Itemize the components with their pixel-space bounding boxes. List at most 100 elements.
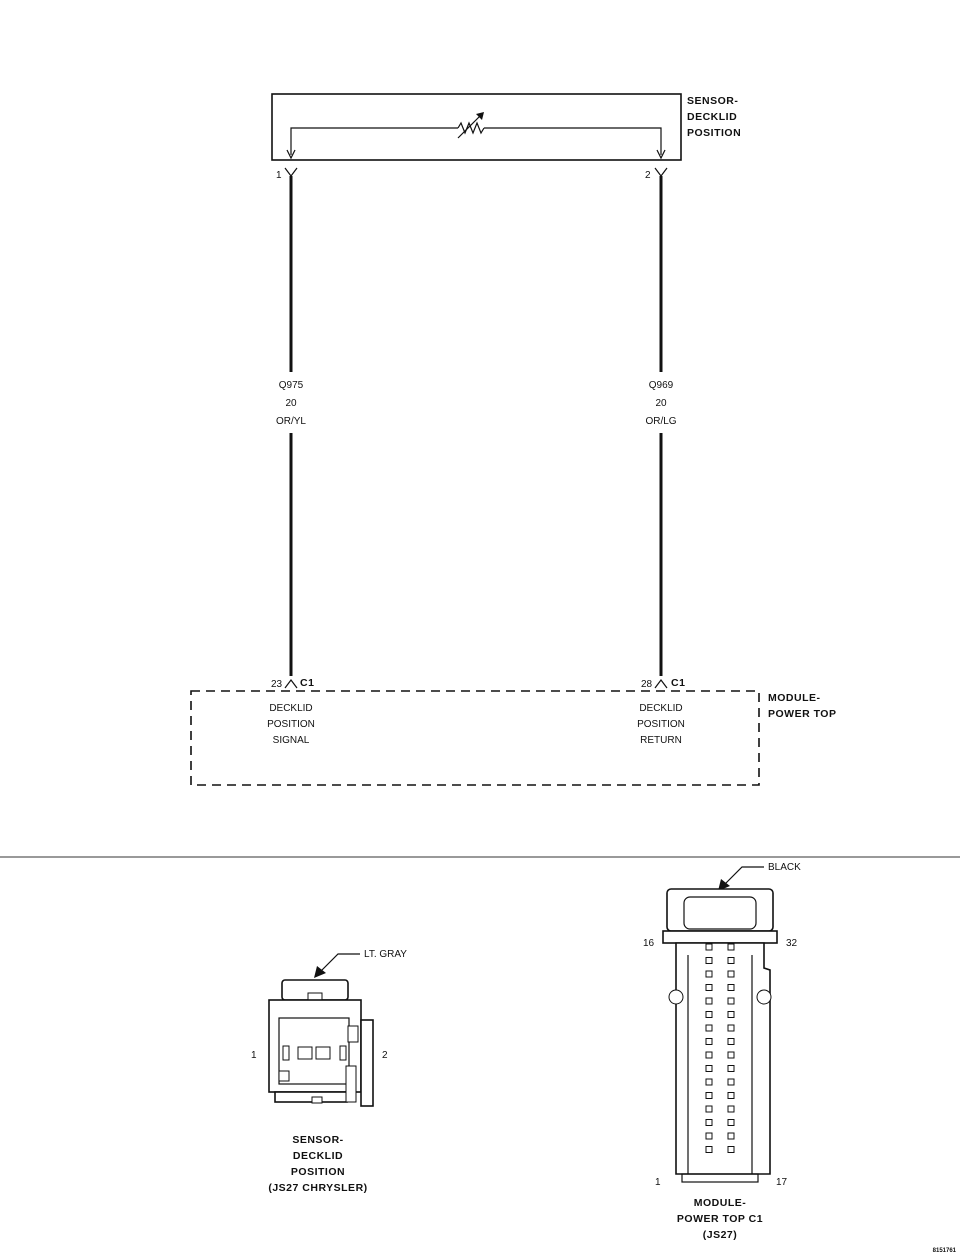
sensor-connector-lock-right xyxy=(345,1065,357,1103)
sensor-connector-base-tab xyxy=(311,1096,323,1104)
module-connector-pin16: 16 xyxy=(643,938,655,949)
connector-cavity xyxy=(705,1051,713,1059)
module-connector-latch-outer xyxy=(666,888,774,932)
sensor-connector-caption-3: POSITION xyxy=(291,1166,345,1178)
connector-cavity xyxy=(727,1065,735,1072)
connector-cavity xyxy=(727,1051,735,1059)
sensor-circuit-right xyxy=(484,127,662,155)
module-connector-top-flange xyxy=(662,930,778,944)
sensor-pin2-arrow xyxy=(656,149,666,160)
connector-cavity xyxy=(727,943,735,951)
module-right-function-3: RETURN xyxy=(640,735,682,746)
connector-cavity xyxy=(727,1024,735,1032)
sensor-connector-clip-left xyxy=(282,1045,290,1061)
connector-cavity xyxy=(705,1105,713,1113)
wire-left: Q975 20 OR/YL xyxy=(276,176,306,676)
connector-cavity xyxy=(727,1105,735,1113)
module-power-top: 23 C1 28 C1 DECKLID POSITION SIGNAL DECK… xyxy=(190,677,836,786)
sensor-connector-terminal-1 xyxy=(297,1046,313,1060)
module-connector-body xyxy=(675,942,771,1175)
module-left-function-1: DECKLID xyxy=(269,703,312,714)
sensor-pin1-label: 1 xyxy=(276,170,282,181)
connector-cavity xyxy=(705,1132,713,1140)
sensor-connector-color-leader xyxy=(319,953,360,973)
module-connector-base xyxy=(681,1173,759,1183)
connector-cavity xyxy=(727,1119,735,1126)
module-connector-cavities xyxy=(705,943,735,1153)
module-connector-caption-1: MODULE- xyxy=(694,1197,747,1209)
module-title-line2: POWER TOP xyxy=(768,708,836,720)
connector-cavity xyxy=(727,970,735,978)
sensor-connector-color-arrow xyxy=(314,966,326,978)
module-pin28-terminal xyxy=(654,679,668,689)
sensor-connector-key xyxy=(307,992,323,1001)
module-connector-left: C1 xyxy=(300,677,314,689)
connector-cavity xyxy=(705,997,713,1005)
connector-cavity xyxy=(727,1132,735,1140)
connector-cavity xyxy=(727,1011,735,1018)
wire-left-gauge: 20 xyxy=(285,398,297,409)
module-right-function-2: POSITION xyxy=(637,719,685,730)
sensor-title-line3: POSITION xyxy=(687,127,741,139)
connector-cavity xyxy=(705,1024,713,1032)
sensor-title-line1: SENSOR- xyxy=(687,95,738,107)
wire-right: Q969 20 OR/LG xyxy=(645,176,677,676)
connector-cavity xyxy=(727,957,735,964)
module-right-function-1: DECKLID xyxy=(639,703,682,714)
module-connector-color-leader xyxy=(723,866,764,886)
wire-right-color: OR/LG xyxy=(645,416,676,427)
figure-id: 8151761 xyxy=(933,1248,957,1254)
module-left-function-2: POSITION xyxy=(267,719,315,730)
sensor-connector-view: LT. GRAY 1 2 SENSOR- DECKLID POSITION (J… xyxy=(251,949,407,1194)
module-connector-color: BLACK xyxy=(768,862,801,873)
sensor-connector-cavity xyxy=(278,1017,350,1085)
module-connector-lock-right xyxy=(756,989,772,1005)
connector-cavity xyxy=(705,970,713,978)
variable-resistor-icon xyxy=(457,112,485,139)
connector-cavity xyxy=(727,997,735,1005)
connector-cavity xyxy=(727,984,735,991)
module-pin23-terminal xyxy=(284,679,298,689)
sensor-connector-caption-1: SENSOR- xyxy=(292,1134,343,1146)
wire-right-circuit: Q969 xyxy=(649,380,674,391)
module-connector-pin17: 17 xyxy=(776,1177,788,1188)
module-connector-view: BLACK 16 32 1 17 MODULE- POWER TOP C1 (J… xyxy=(643,862,801,1241)
sensor-pin2-terminal xyxy=(654,167,668,177)
sensor-connector-lock-top xyxy=(347,1025,359,1043)
module-pin28-label: 28 xyxy=(641,679,653,690)
connector-cavity xyxy=(705,957,713,964)
connector-cavity xyxy=(705,1092,713,1099)
sensor-decklid-position: SENSOR- DECKLID POSITION xyxy=(271,93,741,161)
connector-cavity xyxy=(727,1146,735,1153)
sensor-title-line2: DECKLID xyxy=(687,111,737,123)
wire-right-gauge: 20 xyxy=(655,398,667,409)
connector-cavity xyxy=(705,1011,713,1018)
sensor-circuit-left xyxy=(290,127,458,155)
sensor-connector-clip-right xyxy=(339,1045,347,1061)
wire-left-color: OR/YL xyxy=(276,416,306,427)
sensor-connector-base xyxy=(274,1091,348,1103)
module-connector-right: C1 xyxy=(671,677,685,689)
sensor-connector-lock-left xyxy=(278,1070,290,1082)
connector-cavity xyxy=(705,1065,713,1072)
connector-cavity xyxy=(705,1078,713,1086)
sensor-connector-caption-4: (JS27 CHRYSLER) xyxy=(268,1182,367,1194)
sensor-connector-caption-2: DECKLID xyxy=(293,1150,343,1162)
module-body xyxy=(190,690,760,786)
connector-cavity xyxy=(705,1038,713,1045)
module-left-function-3: SIGNAL xyxy=(273,735,310,746)
sensor-pin1-terminal xyxy=(284,167,298,177)
sensor-connector-pin2: 2 xyxy=(382,1050,388,1061)
module-connector-latch-inner xyxy=(683,896,757,930)
sensor-connector-terminal-2 xyxy=(315,1046,331,1060)
module-connector-caption-3: (JS27) xyxy=(703,1229,738,1241)
module-connector-pin32: 32 xyxy=(786,938,798,949)
connector-cavity xyxy=(705,1119,713,1126)
connector-cavity xyxy=(727,1092,735,1099)
module-title-line1: MODULE- xyxy=(768,692,821,704)
module-connector-lock-left xyxy=(668,989,684,1005)
connector-cavity xyxy=(705,1146,713,1153)
connector-cavity xyxy=(705,984,713,991)
wire-left-circuit: Q975 xyxy=(279,380,304,391)
